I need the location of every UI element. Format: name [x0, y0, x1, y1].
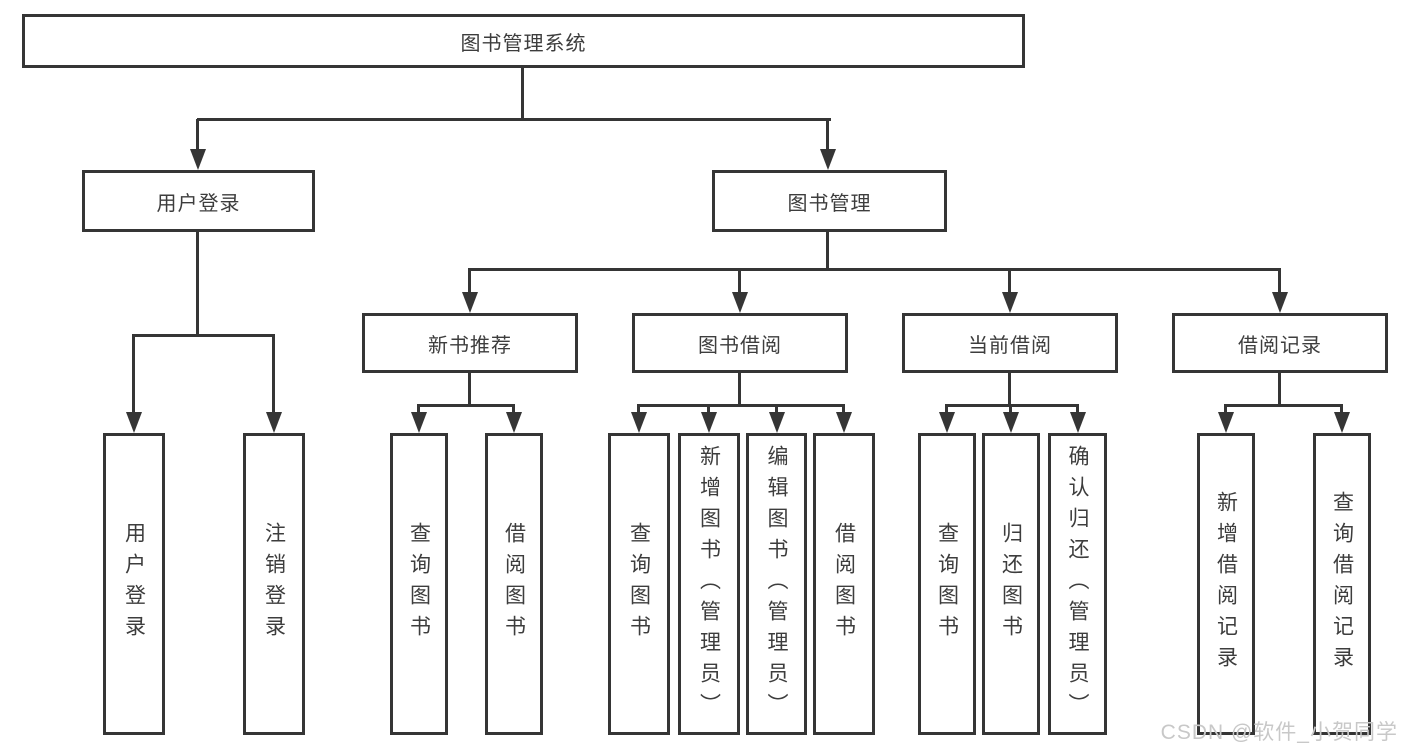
arrowhead-leaf-query-record: [1334, 412, 1350, 433]
connector-leaf-user-login-drop: [132, 334, 135, 414]
arrowhead-leaf-logout: [266, 412, 282, 433]
arrowhead-leaf-return: [1003, 412, 1019, 433]
connector-root-stem: [521, 68, 524, 121]
arrowhead-leaf-add-record: [1218, 412, 1234, 433]
connector-level2-bar: [197, 118, 831, 121]
leaf-borrow-books: 借阅图书: [813, 433, 875, 735]
arrowhead-leaf-confirm-return: [1070, 412, 1086, 433]
node-book-management: 图书管理: [712, 170, 947, 232]
node-new-book-recommend: 新书推荐: [362, 313, 578, 373]
arrowhead-user-login: [190, 149, 206, 170]
connector-borrow-records-drop: [1278, 268, 1281, 294]
arrowhead-leaf-borrow2: [836, 412, 852, 433]
leaf-query-books-current: 查询图书: [918, 433, 976, 735]
connector-borrow-records-bar: [1224, 404, 1343, 407]
arrowhead-current-borrow: [1002, 292, 1018, 313]
connector-leaf-query2-drop: [637, 404, 640, 414]
node-borrow-records: 借阅记录: [1172, 313, 1388, 373]
leaf-add-borrow-record: 新增借阅记录: [1197, 433, 1255, 735]
leaf-borrow-books-recommend: 借阅图书: [485, 433, 543, 735]
arrowhead-leaf-borrow1: [506, 412, 522, 433]
connector-user-login-drop: [196, 119, 199, 152]
connector-book-borrow-drop: [738, 268, 741, 294]
connector-book-borrow-bar: [637, 404, 845, 407]
connector-user-login-trunk: [196, 232, 199, 336]
node-root-library-system: 图书管理系统: [22, 14, 1025, 68]
connector-user-login-bar: [132, 334, 275, 337]
arrowhead-leaf-add-book: [701, 412, 717, 433]
arrowhead-book-borrow: [732, 292, 748, 313]
node-current-borrow: 当前借阅: [902, 313, 1118, 373]
connector-leaf-borrow2-drop: [842, 404, 845, 414]
leaf-query-borrow-record: 查询借阅记录: [1313, 433, 1371, 735]
connector-current-borrow-bar: [945, 404, 1079, 407]
connector-leaf-edit-book-drop: [775, 404, 778, 414]
leaf-user-login: 用户登录: [103, 433, 165, 735]
connector-book-borrow-trunk: [738, 373, 741, 406]
connector-book-management-trunk: [826, 232, 829, 270]
connector-leaf-return-drop: [1009, 404, 1012, 414]
node-user-login: 用户登录: [82, 170, 315, 232]
arrowhead-new-book-recommend: [462, 292, 478, 313]
connector-borrow-records-trunk: [1278, 373, 1281, 406]
connector-level3-bar: [468, 268, 1281, 271]
arrowhead-leaf-query3: [939, 412, 955, 433]
leaf-edit-books-admin: 编辑图书（管理员）: [746, 433, 807, 735]
leaf-logout-login: 注销登录: [243, 433, 305, 735]
connector-leaf-confirm-return-drop: [1076, 404, 1079, 414]
connector-leaf-logout-drop: [272, 334, 275, 414]
leaf-query-books-recommend: 查询图书: [390, 433, 448, 735]
connector-leaf-query3-drop: [945, 404, 948, 414]
arrowhead-leaf-query2: [631, 412, 647, 433]
csdn-watermark: CSDN @软件_小贺同学: [1160, 721, 1398, 744]
connector-current-borrow-trunk: [1008, 373, 1011, 406]
connector-new-book-trunk: [468, 373, 471, 406]
leaf-return-books: 归还图书: [982, 433, 1040, 735]
arrowhead-borrow-records: [1272, 292, 1288, 313]
connector-leaf-borrow1-drop: [512, 404, 515, 414]
arrowhead-leaf-edit-book: [769, 412, 785, 433]
arrowhead-book-management: [820, 149, 836, 170]
arrowhead-leaf-query1: [411, 412, 427, 433]
connector-new-book-bar: [417, 404, 515, 407]
leaf-add-books-admin: 新增图书（管理员）: [678, 433, 740, 735]
connector-current-borrow-drop: [1008, 268, 1011, 294]
node-book-borrow: 图书借阅: [632, 313, 848, 373]
leaf-query-books-borrow: 查询图书: [608, 433, 670, 735]
connector-leaf-add-record-drop: [1224, 404, 1227, 414]
connector-leaf-query-record-drop: [1340, 404, 1343, 414]
leaf-confirm-return-admin: 确认归还（管理员）: [1048, 433, 1107, 735]
connector-leaf-query1-drop: [417, 404, 420, 414]
connector-leaf-add-book-drop: [707, 404, 710, 414]
connector-new-book-drop: [468, 268, 471, 294]
connector-book-management-drop: [826, 119, 829, 152]
arrowhead-leaf-user-login: [126, 412, 142, 433]
